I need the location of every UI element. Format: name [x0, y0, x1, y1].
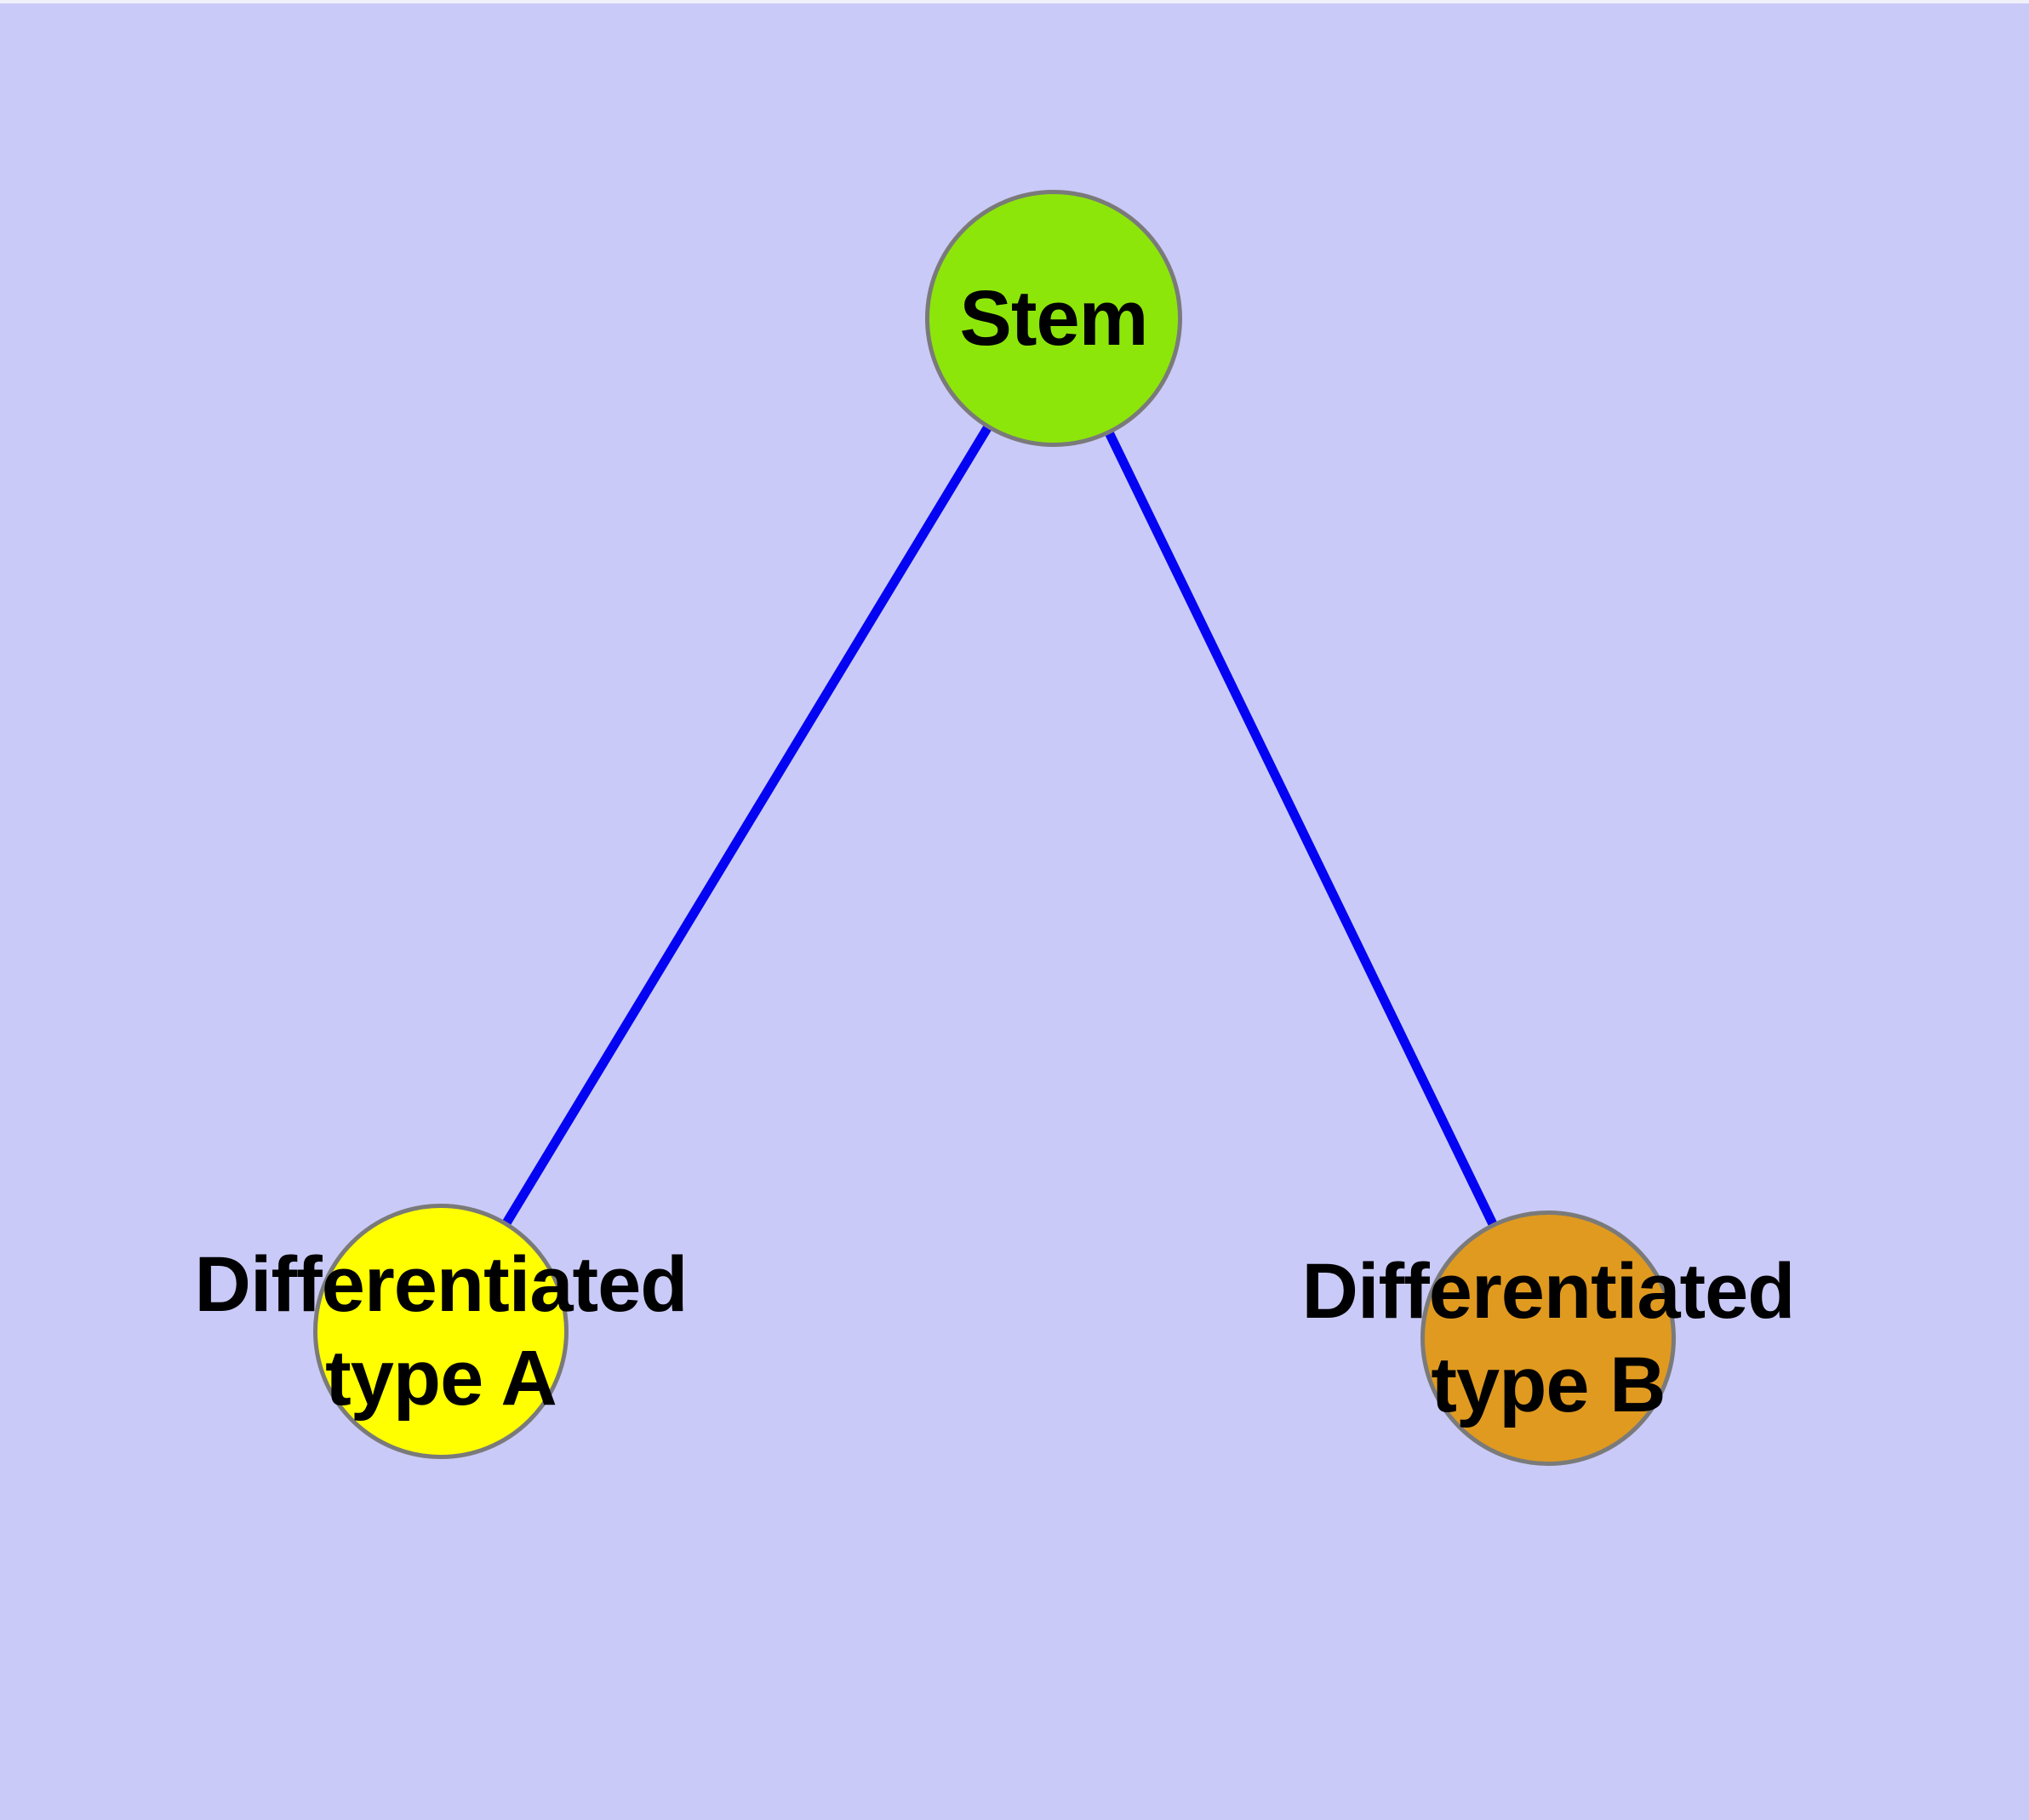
node-stem-circle: [925, 190, 1182, 447]
node-differentiated-type-b-circle: [1420, 1210, 1676, 1466]
top-edge-highlight: [0, 0, 2029, 3]
node-differentiated-type-b-label: Differentiated type B: [1301, 1245, 1796, 1432]
edge-stem-to-type-a: [437, 316, 1058, 1334]
node-label-line: Stem: [959, 275, 1149, 362]
node-label-line: Differentiated: [194, 1241, 689, 1328]
node-label-line: type B: [1431, 1342, 1666, 1428]
node-differentiated-type-a-circle: [313, 1204, 569, 1459]
node-label-line: type A: [325, 1335, 557, 1422]
node-label-line: Differentiated: [1301, 1248, 1796, 1335]
edge-stem-to-type-b: [1049, 316, 1552, 1341]
node-differentiated-type-a-label: Differentiated type A: [194, 1238, 689, 1425]
node-stem-label: Stem: [959, 272, 1149, 365]
